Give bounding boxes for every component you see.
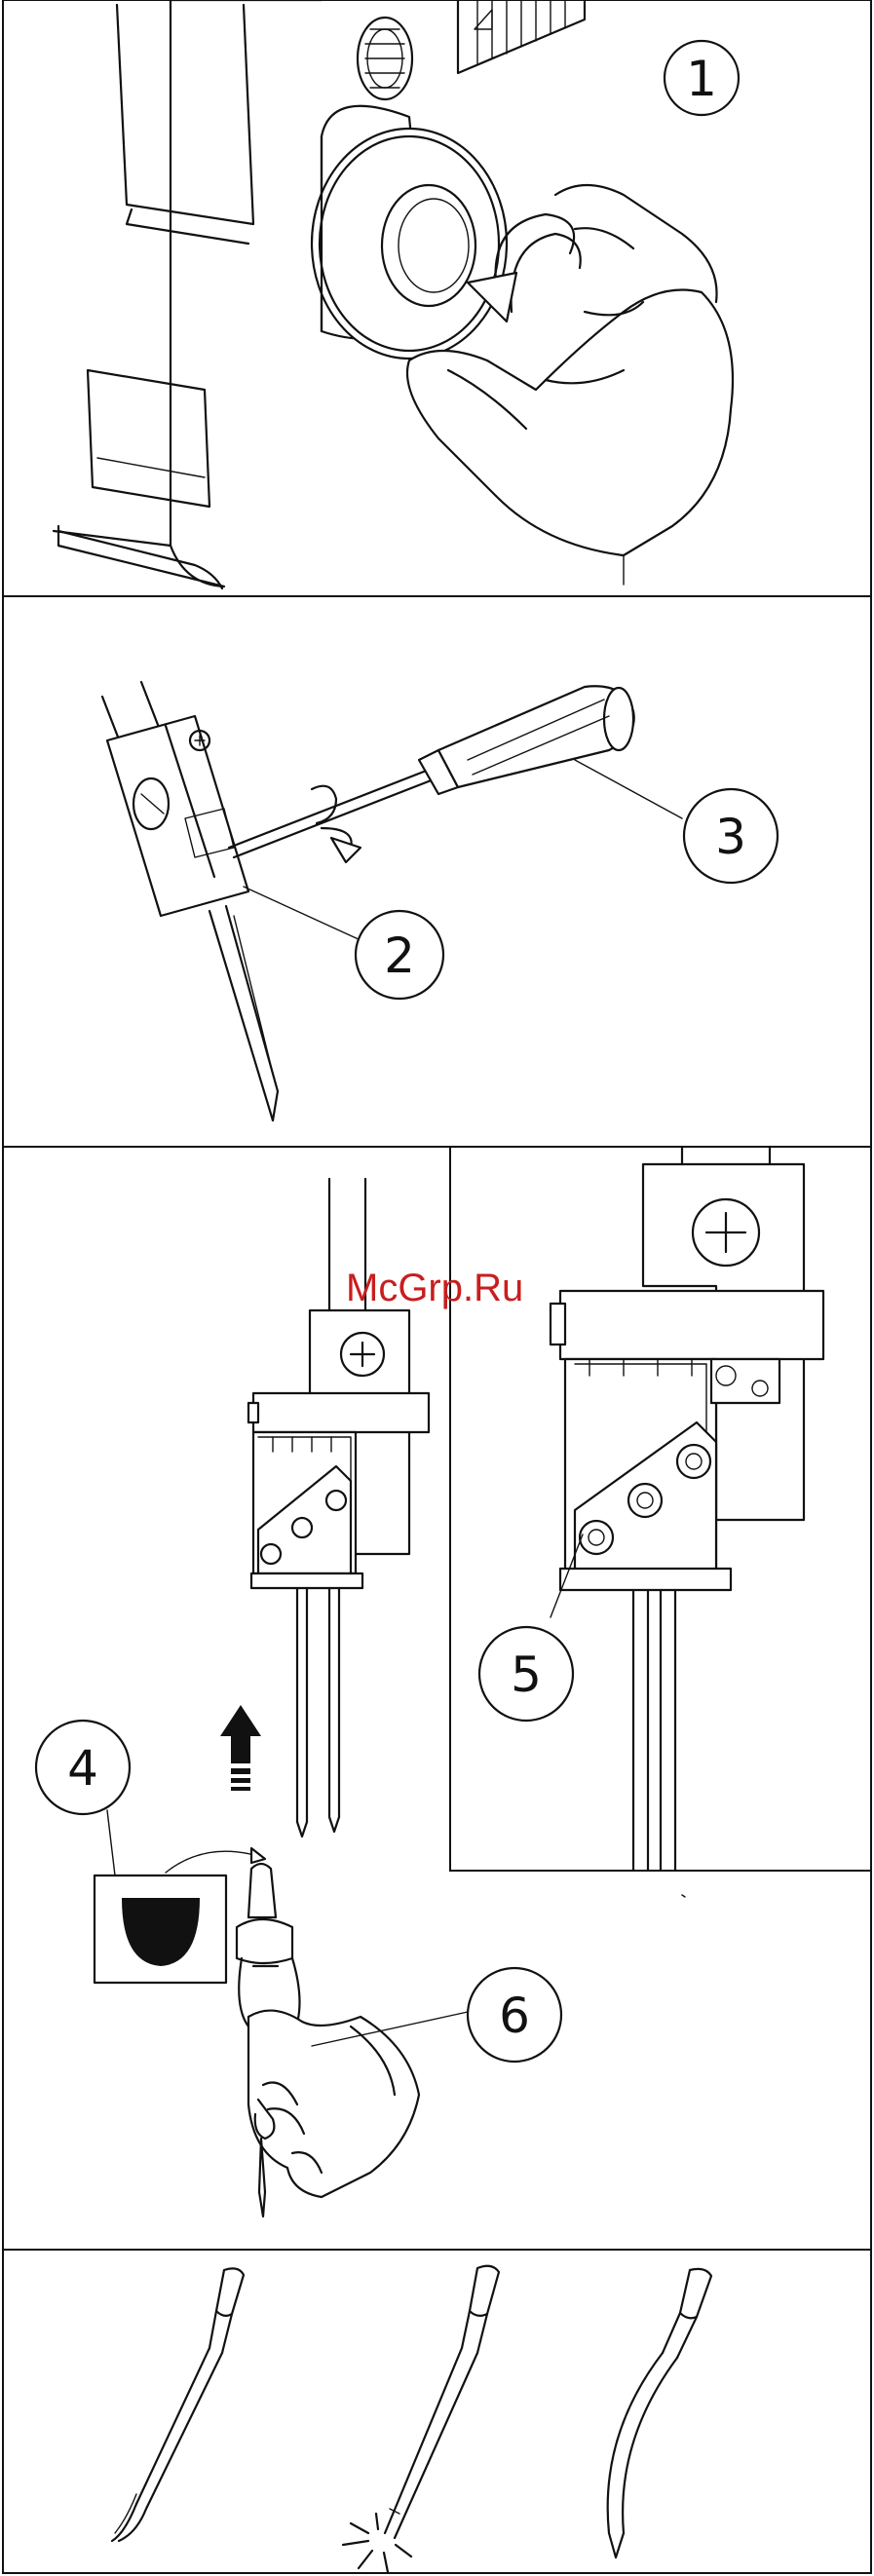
leader-2 <box>244 887 361 940</box>
bent-needle <box>112 2268 244 2541</box>
clamp-front-view <box>248 1179 429 1588</box>
leader-4 <box>107 1810 115 1875</box>
callout-5: 5 <box>479 1627 573 1721</box>
machine-body <box>54 0 322 588</box>
top-knob <box>358 18 412 99</box>
curved-needle <box>608 2269 711 2557</box>
callout-3: 3 <box>684 789 778 883</box>
callout-6: 6 <box>468 1968 561 2062</box>
damaged-point-needle <box>385 2266 499 2538</box>
panel-1-handwheel: 1 <box>3 0 871 596</box>
callout-1-label: 1 <box>686 51 717 107</box>
vent-grille <box>458 0 585 73</box>
hand-holding-needle <box>237 1864 419 2216</box>
callout-2-label: 2 <box>384 928 415 984</box>
screwdriver <box>229 686 634 857</box>
callout-1: 1 <box>665 41 739 115</box>
panel-4-frame <box>3 2250 871 2573</box>
needle-clamp <box>102 682 248 916</box>
up-arrow-icon <box>220 1705 261 1791</box>
callout-4-label: 4 <box>67 1740 98 1797</box>
panel-2-screwdriver: 2 3 <box>3 596 871 1147</box>
needle-shank-flat-side-detail <box>95 1848 265 1983</box>
callout-3-label: 3 <box>715 809 746 865</box>
panel-3-needle-insertion: 5 4 <box>3 1147 871 2250</box>
leader-3 <box>575 760 682 818</box>
callout-2: 2 <box>356 911 443 999</box>
callout-4: 4 <box>36 1721 130 1814</box>
callout-5-label: 5 <box>511 1647 542 1703</box>
twin-needles <box>297 1588 339 1837</box>
watermark-text: McGrp.Ru <box>346 1267 523 1309</box>
callout-6-label: 6 <box>499 1988 530 2044</box>
handwheel <box>312 106 507 359</box>
clamp-magnified-inset <box>450 1147 871 1897</box>
needle-in-clamp <box>209 906 278 1120</box>
panel-4-needle-defects <box>3 2250 871 2573</box>
